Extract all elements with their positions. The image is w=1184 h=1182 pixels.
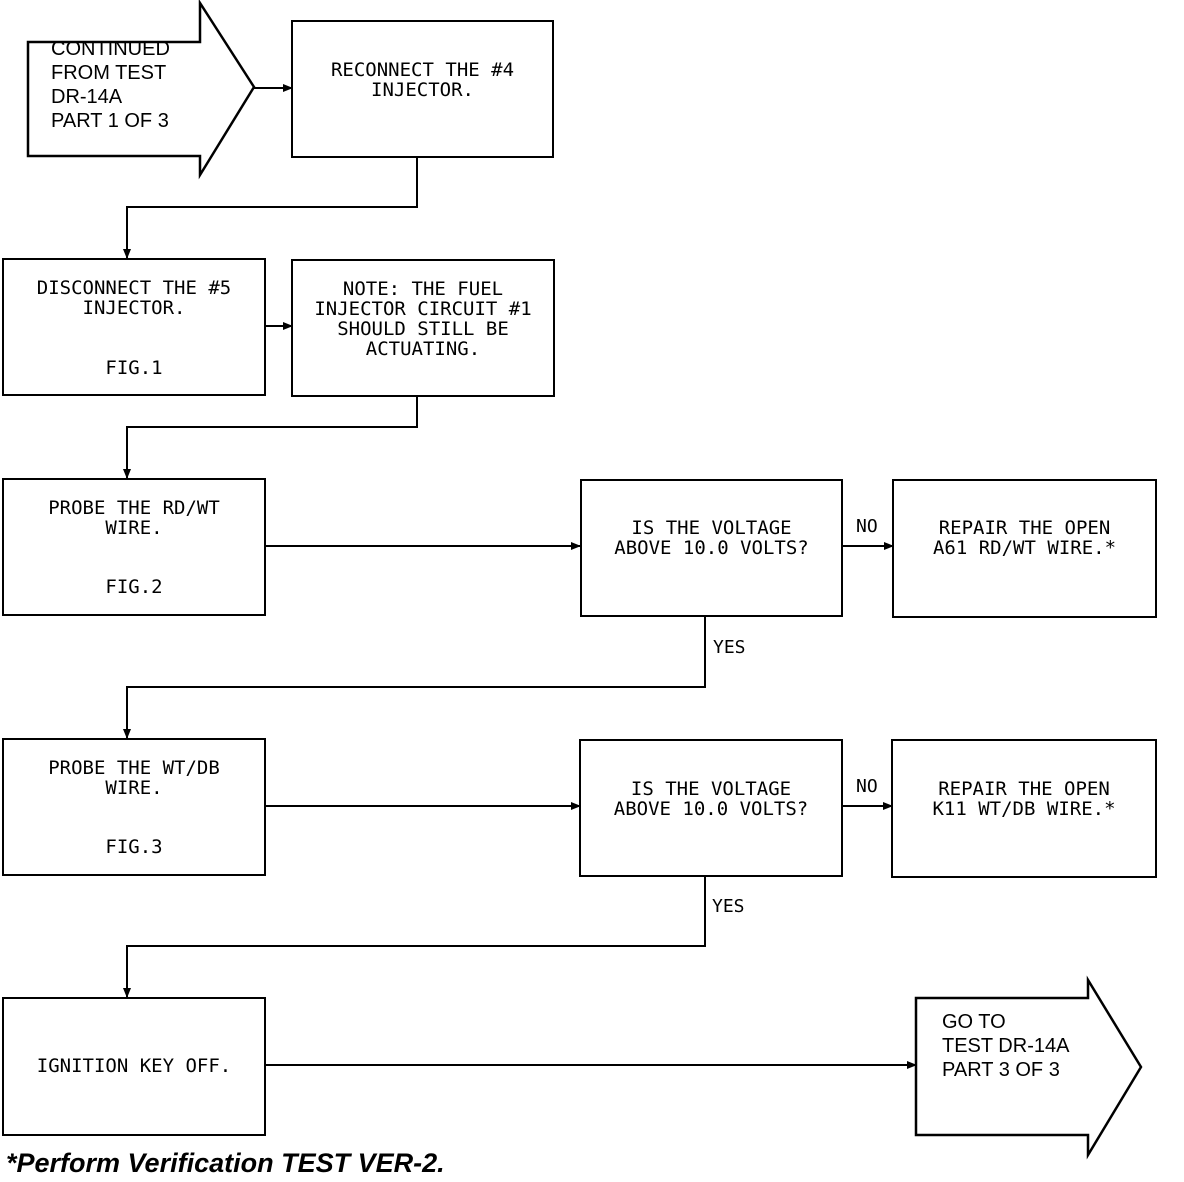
repair-a61-text: REPAIR THE OPEN A61 RD/WT WIRE.* (932, 517, 1117, 559)
probe-rd-wt-box: PROBE THE RD/WT WIRE. FIG.2 (2, 478, 266, 616)
note-text: NOTE: THE FUEL INJECTOR CIRCUIT #1 SHOUL… (314, 278, 532, 360)
start-arrow-text: CONTINUED FROM TEST DR-14A PART 1 OF 3 (51, 38, 170, 132)
yes-label-2: YES (712, 896, 745, 917)
disconnect-injector-fig: FIG.1 (105, 357, 163, 379)
probe-rd-wt-text: PROBE THE RD/WT WIRE. (48, 497, 220, 539)
start-arrow-shape (26, 0, 256, 180)
voltage-check-box-2: IS THE VOLTAGE ABOVE 10.0 VOLTS? (579, 739, 843, 877)
connector-reconnect-to-disconnect (123, 157, 418, 259)
probe-rd-wt-fig: FIG.2 (105, 576, 163, 598)
disconnect-injector-text: DISCONNECT THE #5 INJECTOR. (36, 277, 232, 319)
disconnect-injector-box: DISCONNECT THE #5 INJECTOR. FIG.1 (2, 258, 266, 396)
note-box: NOTE: THE FUEL INJECTOR CIRCUIT #1 SHOUL… (291, 259, 555, 397)
footnote: *Perform Verification TEST VER-2. (6, 1148, 445, 1178)
reconnect-injector-box: RECONNECT THE #4 INJECTOR. (291, 20, 554, 158)
repair-k11-box: REPAIR THE OPEN K11 WT/DB WIRE.* (891, 739, 1157, 878)
yes-label-1: YES (713, 637, 746, 658)
end-arrow-shape (914, 975, 1143, 1160)
repair-a61-box: REPAIR THE OPEN A61 RD/WT WIRE.* (892, 479, 1157, 618)
probe-wt-db-box: PROBE THE WT/DB WIRE. FIG.3 (2, 738, 266, 876)
repair-k11-text: REPAIR THE OPEN K11 WT/DB WIRE.* (932, 778, 1116, 820)
reconnect-injector-text: RECONNECT THE #4 INJECTOR. (330, 59, 515, 101)
voltage-check-text-2: IS THE VOLTAGE ABOVE 10.0 VOLTS? (613, 778, 809, 820)
no-label-2: NO (856, 776, 878, 797)
no-label-1: NO (856, 516, 878, 537)
voltage-check-text-1: IS THE VOLTAGE ABOVE 10.0 VOLTS? (614, 517, 809, 559)
probe-wt-db-fig: FIG.3 (105, 836, 163, 858)
end-arrow-text: GO TO TEST DR-14A PART 3 OF 3 (942, 1011, 1070, 1081)
voltage-check-box-1: IS THE VOLTAGE ABOVE 10.0 VOLTS? (580, 479, 843, 617)
connector-decision1-to-probe-wt (123, 617, 706, 739)
ignition-key-box: IGNITION KEY OFF. (2, 997, 266, 1136)
connector-decision2-to-ignition (123, 876, 706, 998)
probe-wt-db-text: PROBE THE WT/DB WIRE. (48, 757, 220, 799)
connector-note-to-probe-rd (123, 396, 418, 479)
ignition-key-text: IGNITION KEY OFF. (36, 1055, 232, 1077)
